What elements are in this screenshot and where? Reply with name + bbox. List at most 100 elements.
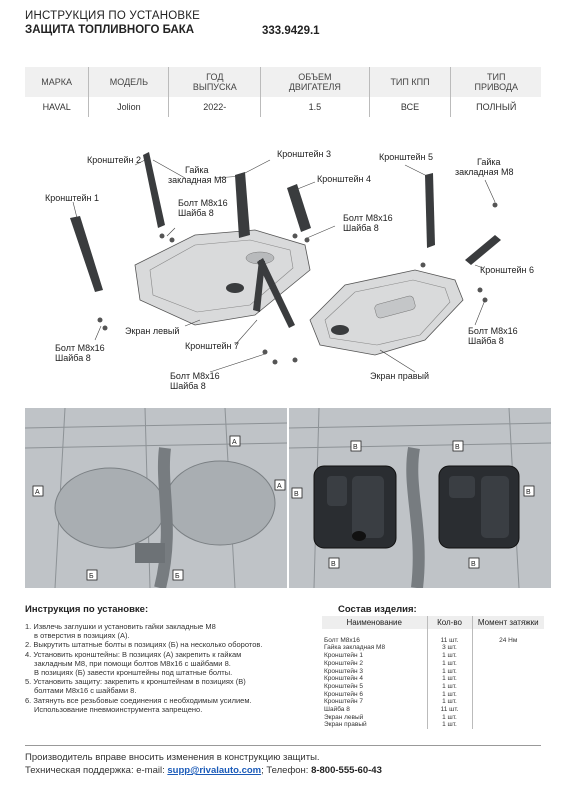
svg-text:В: В <box>294 491 299 498</box>
components-header-name: Наименование <box>322 616 428 629</box>
instruction-line: 4. Установить кронштейны: В позициях (А)… <box>25 649 242 659</box>
fasteners-drawing <box>97 202 498 365</box>
label-bolt-left-2: Шайба 8 <box>55 353 91 363</box>
photo-installation-points-drawing: А А А Б Б <box>25 408 287 588</box>
bracket7-drawing <box>253 258 295 328</box>
label-bolt-top-1: Болт М8х16 <box>178 198 228 208</box>
support-email-link[interactable]: supp@rivalauto.com <box>167 765 262 776</box>
components-table: Наименование Кол-во Момент затяжки Болт … <box>322 616 544 730</box>
instruction-line: 6. Затянуть все резьбовые соединения с н… <box>25 695 252 705</box>
instruction-line: 2. Выкрутить штатные болты в позициях (Б… <box>25 640 263 650</box>
svg-text:А: А <box>232 439 237 446</box>
bracket1-drawing <box>70 216 103 292</box>
svg-text:Б: Б <box>89 573 94 580</box>
bracket3-drawing <box>235 172 250 238</box>
instruction-line: болтами М8х16 с шайбами 8. <box>34 686 137 696</box>
spec-drive: ПОЛНЫЙ <box>476 102 517 112</box>
part-number: 333.9429.1 <box>262 25 320 37</box>
svg-text:А: А <box>277 483 282 490</box>
svg-text:А: А <box>35 489 40 496</box>
left-shield-drawing <box>134 229 311 326</box>
bracket4-drawing <box>287 184 311 232</box>
spec-model: Jolion <box>88 97 170 117</box>
svg-text:В: В <box>455 444 460 451</box>
phone-label: ; Телефон: <box>261 765 312 776</box>
label-bolt-top-2: Шайба 8 <box>178 208 214 218</box>
spec-header-make: МАРКА <box>25 67 90 97</box>
spec-year: 2022- <box>168 97 262 117</box>
label-bolt-mid-1: Болт М8х16 <box>343 213 393 223</box>
label-bracket3: Кронштейн 3 <box>277 149 331 159</box>
instruction-line: 5. Установить защиту: закрепить к кроншт… <box>25 677 246 687</box>
label-bracket6: Кронштейн 6 <box>480 265 534 275</box>
instruction-line: 1. Извлечь заглушки и установить гайки з… <box>25 622 216 631</box>
footer-disclaimer: Производитель вправе вносить изменения в… <box>25 752 320 763</box>
label-bolt-right-1: Болт М8х16 <box>468 326 518 336</box>
svg-text:В: В <box>471 561 476 568</box>
exploded-diagram: Кронштейн 2 Гайка закладная М8 Кронштейн… <box>25 140 555 400</box>
label-bolt-bottom-2: Шайба 8 <box>170 381 206 391</box>
instructions-title: Инструкция по установке: <box>25 604 149 615</box>
leader-lines <box>72 159 496 373</box>
bracket6-drawing <box>465 235 501 265</box>
spec-header-gearbox: ТИП КПП <box>369 67 452 97</box>
instruction-line: закладным М8, при помощи болтов М8х16 с … <box>34 658 231 668</box>
svg-text:В: В <box>331 561 336 568</box>
label-nut-left-1: Гайка <box>185 165 209 175</box>
spec-value-row: HAVAL Jolion 2022- 1.5 ВСЕ ПОЛНЫЙ <box>25 97 541 117</box>
components-header-row: Наименование Кол-во Момент затяжки <box>322 616 544 629</box>
label-nut-right-1: Гайка <box>477 157 501 167</box>
svg-text:В: В <box>353 444 358 451</box>
document-header: ИНСТРУКЦИЯ ПО УСТАНОВКЕ ЗАЩИТА ТОПЛИВНОГ… <box>25 10 200 36</box>
label-bracket4: Кронштейн 4 <box>317 174 371 184</box>
label-nut-left-2: закладная М8 <box>168 175 227 185</box>
components-title: Состав изделия: <box>338 604 417 615</box>
spec-header-model: МОДЕЛЬ <box>88 67 170 97</box>
right-shield-drawing <box>309 269 464 356</box>
photo-installation-points: А А А Б Б <box>25 408 287 588</box>
table-row <box>322 629 544 637</box>
svg-text:Б: Б <box>175 573 180 580</box>
spec-engine: 1.5 <box>260 97 370 117</box>
label-bolt-left-1: Болт М8х16 <box>55 343 105 353</box>
label-screen-left: Экран левый <box>125 326 180 336</box>
label-bracket2: Кронштейн 2 <box>87 155 141 165</box>
photo-installed-shields-drawing: В В В В В В <box>289 408 551 588</box>
header-title-line1: ИНСТРУКЦИЯ ПО УСТАНОВКЕ <box>25 10 201 22</box>
label-nut-right-2: закладная М8 <box>455 167 514 177</box>
bracket2-drawing <box>143 152 165 228</box>
support-phone: 8-800-555-60-43 <box>311 765 382 776</box>
label-bracket5: Кронштейн 5 <box>379 152 433 162</box>
instruction-line: Использование пневмоинструмента запрещен… <box>34 704 203 714</box>
label-bolt-right-2: Шайба 8 <box>468 336 504 346</box>
exploded-diagram-drawing <box>70 152 501 373</box>
label-bracket7: Кронштейн 7 <box>185 341 239 351</box>
spec-gearbox: ВСЕ <box>369 97 452 117</box>
label-screen-right: Экран правый <box>370 371 430 381</box>
footer-rule <box>25 745 541 746</box>
header-title-line2: ЗАЩИТА ТОПЛИВНОГО БАКА <box>25 24 195 36</box>
components-header-torque: Момент затяжки <box>471 616 544 629</box>
support-label: Техническая поддержка: e-mail: <box>25 765 168 776</box>
svg-text:В: В <box>526 489 531 496</box>
bracket5-drawing <box>425 173 435 248</box>
photo-installed-shields: В В В В В В <box>289 408 551 588</box>
instructions-list: 1. Извлечь заглушки и установить гайки з… <box>25 622 315 714</box>
